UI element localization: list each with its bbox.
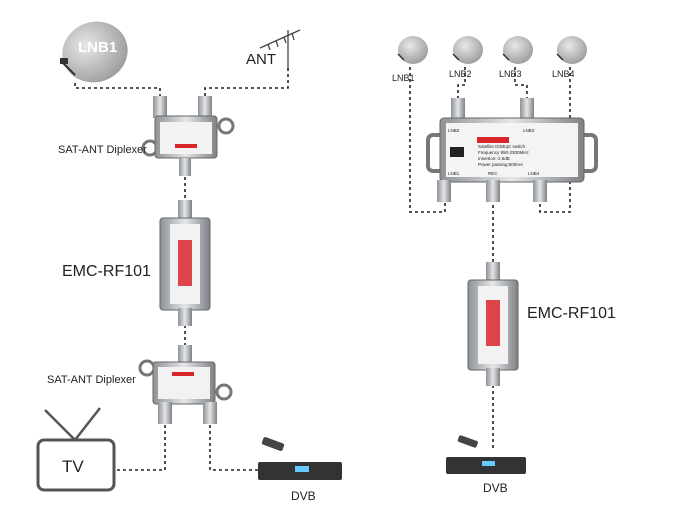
dish-label: LNB4 [552, 69, 575, 79]
dish-label: LNB2 [449, 69, 472, 79]
dish-label: LNB3 [499, 69, 522, 79]
diplexer-top-label: SAT-ANT Diplexer [58, 144, 147, 156]
amplifier-left-label: EMC-RF101 [62, 263, 151, 280]
satellite-dish-icon [556, 36, 587, 64]
satellite-dish-icon [60, 21, 128, 83]
satellite-dishes [397, 36, 587, 64]
receiver-left-label: DVB [291, 489, 316, 503]
tv-icon [36, 407, 116, 492]
amplifier-right-label: EMC-RF101 [527, 305, 616, 322]
satellite-dish-icon [397, 36, 428, 64]
diplexer-bottom [138, 345, 233, 424]
switch-spec: Frequency 950-2300MHz [478, 150, 530, 155]
port-label: LNB4 [528, 171, 540, 176]
tv-label: TV [62, 457, 84, 476]
switch-spec: Satellite DiSEqC switch [478, 144, 526, 149]
receiver-right-label: DVB [483, 481, 508, 495]
antenna-icon [259, 29, 301, 68]
antenna-label: ANT [246, 51, 276, 68]
switch-spec: Power passing:500mA [478, 162, 523, 167]
port-label: LNB2 [448, 128, 460, 133]
port-label: LNB1 [448, 171, 460, 176]
receiver-icon [446, 435, 526, 474]
receiver-icon [258, 437, 342, 480]
diplexer-top [141, 96, 235, 176]
dish-label: LNB1 [392, 73, 415, 83]
diplexer-bottom-label: SAT-ANT Diplexer [47, 374, 136, 386]
amplifier-right [467, 262, 519, 386]
satellite-dish-icon [502, 36, 533, 64]
port-label: LNB3 [523, 128, 535, 133]
switch-spec: Insertion:-2.5dB [478, 156, 510, 161]
port-label: REC [488, 171, 498, 176]
satellite-dish-icon [452, 36, 483, 64]
amplifier-left [159, 200, 211, 326]
diseqc-switch [426, 98, 598, 202]
dish-label-lnb1: LNB1 [78, 39, 117, 56]
